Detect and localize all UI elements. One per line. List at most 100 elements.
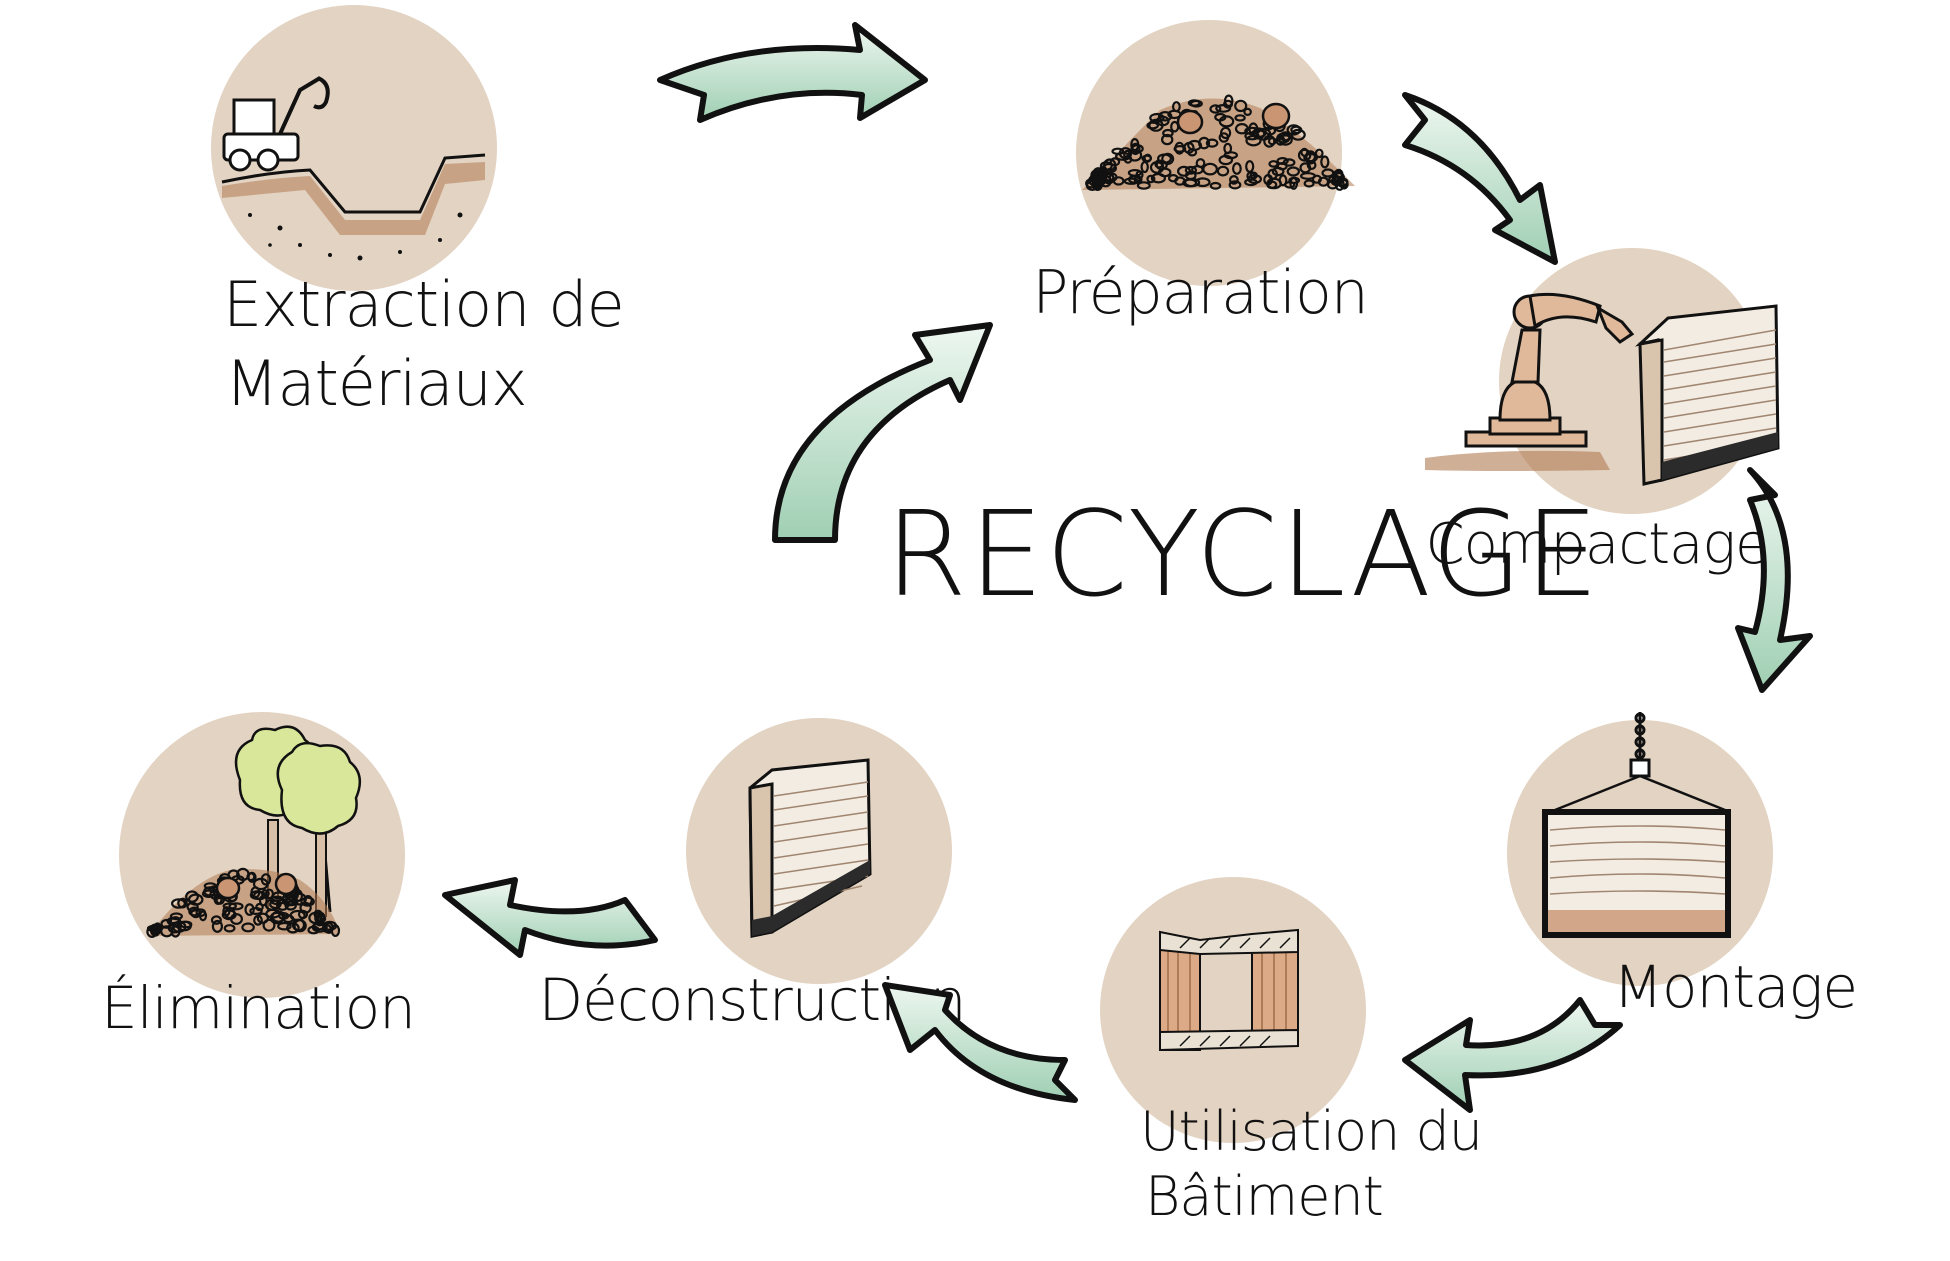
- gravel-pebble: [1289, 176, 1299, 190]
- gravel-pebble: [1184, 170, 1197, 181]
- gravel-pebble: [1286, 124, 1302, 136]
- stage-label-line-1: Utilisation du: [1140, 1100, 1482, 1163]
- stage-deconstruction: Déconstruction: [538, 718, 967, 1034]
- trees-gravel-icon: [146, 725, 362, 938]
- gravel-pebble: [1231, 162, 1242, 175]
- stage-montage: Montage: [1507, 712, 1858, 1021]
- gravel-pebble: [253, 914, 263, 926]
- gravel-pebble: [1149, 160, 1165, 174]
- gravel-pebble: [1282, 158, 1296, 167]
- arrow-preparation-to-compactage: [1402, 92, 1558, 265]
- stage-compactage: Compactage: [1425, 248, 1780, 577]
- gravel-pebble: [1284, 181, 1296, 189]
- gravel-pebble: [1276, 157, 1289, 166]
- gravel-pebble: [1311, 174, 1323, 184]
- gravel-pebble: [277, 921, 292, 931]
- gravel-pebble: [160, 918, 173, 929]
- arrow-extraction-to-preparation: [657, 22, 928, 123]
- gravel-pebble: [297, 909, 309, 920]
- gravel-pile-icon: [1082, 94, 1355, 192]
- gravel-pebble: [1247, 174, 1262, 185]
- gravel-pebble: [1333, 171, 1345, 184]
- center-label-recyclage: RECYCLAGE: [885, 485, 1601, 623]
- gravel-pebble: [1130, 144, 1144, 154]
- arrow-montage-to-utilisation: [1402, 997, 1623, 1113]
- excavator-pit-icon: [221, 76, 486, 261]
- stage-label-line-1: Compactage: [1426, 512, 1769, 577]
- gravel-pebble: [1150, 172, 1167, 184]
- stage-preparation: Préparation: [1032, 20, 1369, 328]
- robot-arm-wall-icon: [1425, 292, 1780, 486]
- gravel-pebble: [1194, 177, 1211, 188]
- gravel-pebble: [171, 898, 187, 909]
- gravel-pebble: [330, 924, 341, 937]
- gravel-pebble: [1219, 126, 1232, 140]
- gravel-pebble: [1161, 152, 1175, 165]
- gravel-pebble: [1303, 179, 1315, 188]
- gravel-pebble: [1100, 178, 1112, 188]
- gravel-pebble: [1334, 178, 1345, 191]
- gravel-pebble: [230, 913, 244, 925]
- gravel-pebble: [1123, 177, 1140, 185]
- gravel-pebble: [264, 898, 280, 911]
- gravel-pebble: [262, 918, 276, 932]
- gravel-pebble: [1141, 154, 1152, 163]
- arrow-deconstruction-to-elimination: [442, 877, 658, 958]
- gravel-pebble: [1209, 104, 1222, 114]
- gravel-pebble: [1114, 151, 1131, 161]
- crane-panel-icon: [1542, 712, 1731, 938]
- arrow-compactage-to-montage: [1735, 467, 1813, 693]
- gravel-pebble: [241, 922, 255, 933]
- gravel-pebble: [1173, 144, 1187, 153]
- gravel-pebble: [1162, 128, 1174, 138]
- gravel-pebble: [249, 906, 263, 915]
- stage-utilisation: Utilisation du Bâtiment: [1100, 877, 1483, 1228]
- gravel-pebble: [228, 902, 244, 911]
- gravel-pebble: [1228, 174, 1239, 185]
- arrow-utilisation-to-deconstruction: [882, 982, 1078, 1103]
- gravel-pebble: [1195, 158, 1206, 169]
- gravel-pebble: [1215, 103, 1232, 113]
- gravel-pebble: [187, 893, 204, 906]
- gravel-pebble: [271, 910, 286, 923]
- arrows: [442, 22, 1813, 1113]
- stage-elimination: Élimination: [101, 712, 416, 1042]
- gravel-pebble: [1085, 180, 1099, 192]
- gravel-pebble: [1223, 94, 1234, 108]
- gravel-pebble: [1214, 112, 1227, 122]
- gravel-pebble: [1149, 112, 1165, 123]
- gravel-pebble: [256, 912, 269, 924]
- gravel-pebble: [1160, 133, 1174, 146]
- gravel-pebble: [1209, 181, 1222, 190]
- gravel-pebble: [250, 886, 261, 899]
- stage-label-line-2: Bâtiment: [1145, 1165, 1383, 1228]
- arrow-recycling: [772, 322, 993, 543]
- gravel-pebble: [1255, 127, 1272, 141]
- stage-label-line-2: Matériaux: [225, 347, 527, 420]
- gravel-pebble: [1157, 111, 1173, 122]
- gravel-pebble: [1326, 179, 1339, 190]
- gravel-pebble: [1103, 158, 1117, 172]
- gravel-pebble: [1243, 107, 1252, 117]
- gravel-pebble: [246, 872, 256, 882]
- gravel-pebble: [286, 922, 300, 934]
- gravel-pebble: [1146, 174, 1156, 184]
- gravel-pebble: [1234, 122, 1249, 135]
- gravel-pebble: [1146, 121, 1159, 130]
- gravel-pebble: [1267, 168, 1278, 180]
- gravel-pebble: [1276, 132, 1291, 144]
- gravel-pebble: [160, 925, 174, 938]
- gravel-pebble: [222, 902, 237, 910]
- gravel-pebble: [1228, 180, 1242, 190]
- stage-label-line-1: Montage: [1613, 953, 1857, 1021]
- gravel-pebble: [1184, 165, 1198, 175]
- gravel-pebble: [185, 890, 199, 903]
- gravel-pebble: [1297, 148, 1312, 162]
- stage-label-line-1: Préparation: [1032, 258, 1368, 328]
- gravel-pebble: [1216, 165, 1230, 177]
- gravel-pebble: [1314, 148, 1324, 159]
- stage-label-line-1: Extraction de: [223, 268, 624, 341]
- gravel-pebble: [1321, 168, 1335, 178]
- gravel-pebble: [1205, 138, 1219, 148]
